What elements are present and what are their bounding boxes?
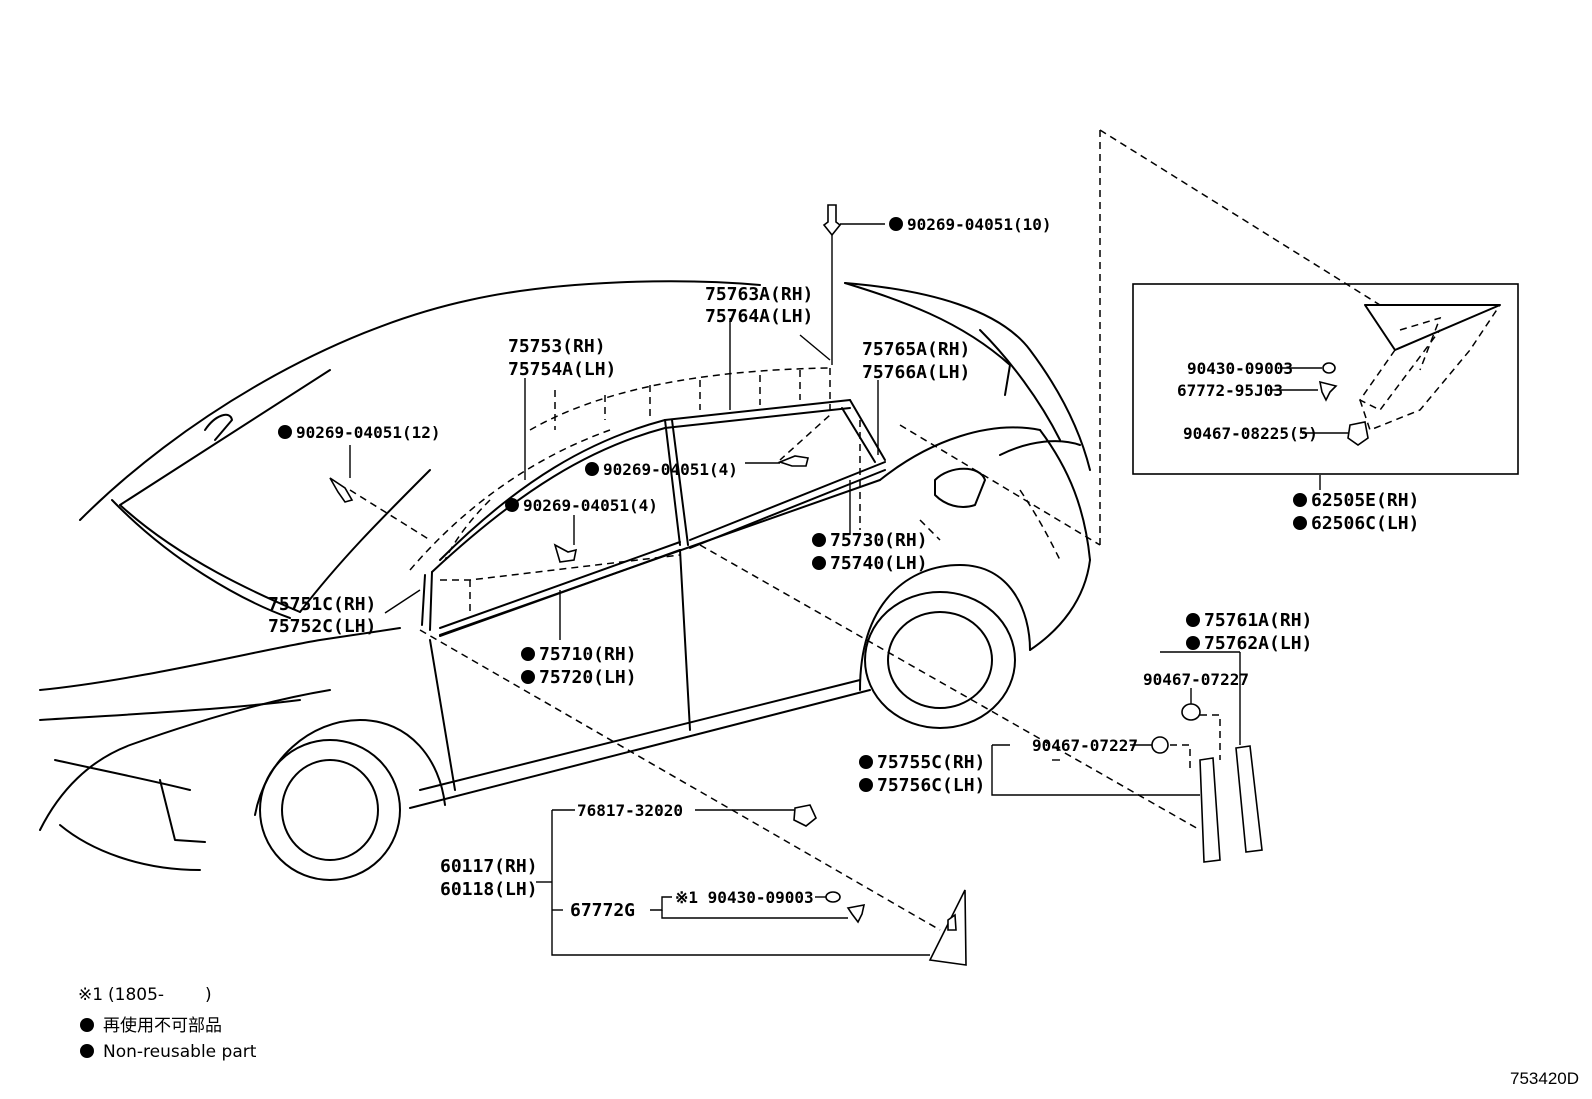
label-90467-07227b: 90467-07227	[1032, 736, 1138, 755]
label-75753: 75753(RH)	[508, 336, 606, 357]
label-90269-04051-10: 90269-04051(10)	[907, 215, 1052, 234]
window-frame-mouldings	[421, 399, 886, 637]
legend-non-reusable-en: Non-reusable part	[103, 1042, 257, 1062]
part-labels: 90269-04051(10) 75763A(RH) 75764A(LH) 75…	[268, 215, 1419, 921]
fastener-parts	[329, 204, 1369, 924]
label-75752c: 75752C(LH)	[268, 616, 376, 637]
label-90269-04051-12: 90269-04051(12)	[296, 423, 441, 442]
legend-non-reusable-jp: 再使用不可部品	[103, 1015, 222, 1036]
dashed-guide-lines	[349, 129, 1381, 931]
pillar-garnish-parts	[991, 651, 1263, 863]
clip-4a-part	[745, 455, 809, 467]
diagram-code: 753420D	[1510, 1069, 1579, 1088]
label-90269-04051-4a: 90269-04051(4)	[603, 460, 738, 479]
label-60118: 60118(LH)	[440, 879, 538, 900]
label-75710: 75710(RH)	[539, 644, 637, 665]
clip-top-part	[822, 204, 885, 365]
label-75764a: 75764A(LH)	[705, 306, 813, 327]
screw-67772-part	[1270, 380, 1338, 402]
label-90430-09003-note: ※1 90430-09003	[675, 888, 814, 907]
clip-12-part	[329, 445, 354, 503]
label-75720: 75720(LH)	[539, 667, 637, 688]
label-67772-95j03: 67772-95J03	[1177, 381, 1283, 400]
label-75761a: 75761A(RH)	[1204, 610, 1312, 631]
label-67772g: 67772G	[570, 900, 635, 921]
legend-dot-icon	[80, 1044, 94, 1058]
label-75765a: 75765A(RH)	[862, 339, 970, 360]
leader-lines	[384, 318, 1060, 761]
legend-dot-icon	[80, 1018, 94, 1032]
label-75755c: 75755C(RH)	[877, 752, 985, 773]
fender-garnish-part	[536, 809, 967, 966]
label-75763a: 75763A(RH)	[705, 284, 813, 305]
label-90269-04051-4b: 90269-04051(4)	[523, 496, 658, 515]
clip-90467-07227b-part	[1130, 736, 1169, 754]
clip-90467-08225-part	[1302, 421, 1369, 446]
label-75756c: 75756C(LH)	[877, 775, 985, 796]
label-75766a: 75766A(LH)	[862, 362, 970, 383]
label-90467-08225: 90467-08225(5)	[1183, 424, 1318, 443]
legend: ※1 (1805- ) 再使用不可部品 Non-reusable part	[78, 985, 257, 1062]
label-60117: 60117(RH)	[440, 856, 538, 877]
clip-90467-07227a-part	[1181, 688, 1201, 721]
washer-90430-part	[1280, 362, 1336, 374]
clip-4b-part	[553, 515, 578, 563]
label-75740: 75740(LH)	[830, 553, 928, 574]
label-62505e: 62505E(RH)	[1311, 490, 1419, 511]
label-90430-09003-box: 90430-09003	[1187, 359, 1293, 378]
label-90467-07227a: 90467-07227	[1143, 670, 1249, 689]
car-body-outline	[39, 280, 1091, 881]
legend-note-close: )	[205, 985, 212, 1005]
label-75751c: 75751C(RH)	[268, 594, 376, 615]
legend-note-range: (1805-	[108, 985, 164, 1005]
screw-67772g-part	[846, 903, 866, 924]
clip-76817-part	[695, 804, 817, 827]
label-75754a: 75754A(LH)	[508, 359, 616, 380]
label-62506c: 62506C(LH)	[1311, 513, 1419, 534]
inset-box-62505e	[1132, 283, 1519, 490]
label-76817-32020: 76817-32020	[577, 801, 683, 820]
washer-90430-note-part	[815, 891, 841, 903]
legend-note-mark: ※1	[78, 985, 103, 1005]
label-75762a: 75762A(LH)	[1204, 633, 1312, 654]
label-75730: 75730(RH)	[830, 530, 928, 551]
